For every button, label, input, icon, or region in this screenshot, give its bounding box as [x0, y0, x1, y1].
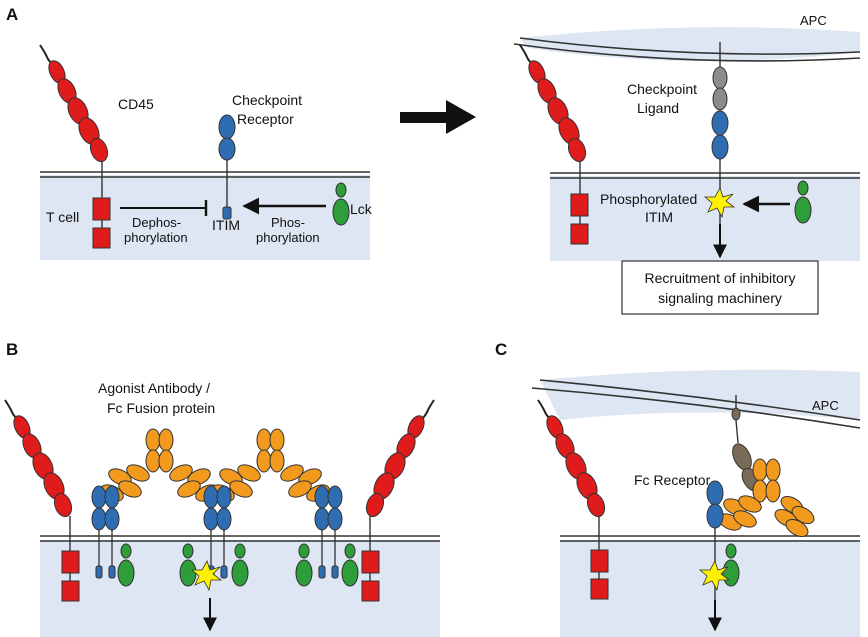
panel-a-left: A CD45 T cell Checkpoint Receptor [6, 5, 373, 260]
receptor-label-line1: Checkpoint [232, 92, 302, 108]
receptor-c [706, 480, 724, 604]
dephos-label-line1: Dephos- [132, 215, 181, 230]
cytoplasm-region-right [550, 176, 860, 261]
phos-label-line2: phorylation [256, 230, 320, 245]
fc-receptor-label: Fc Receptor [634, 472, 711, 488]
ligand-label-line2: Ligand [637, 100, 679, 116]
tcell-label: T cell [46, 209, 79, 225]
cd45-molecule-right [519, 44, 589, 245]
phosphorylation-star-c [698, 560, 731, 592]
apc-membrane-outer [519, 37, 861, 55]
recruitment-box [621, 260, 819, 315]
antibody-c [718, 458, 815, 538]
itim-label: ITIM [212, 217, 240, 233]
cd45-molecule-c [537, 399, 609, 600]
panel-letter-c: C [495, 340, 507, 359]
lck-molecule [332, 182, 350, 226]
phospho-itim-line2: ITIM [645, 209, 673, 225]
cd45-molecule [39, 44, 111, 249]
phospho-itim-line1: Phosphorylated [600, 191, 697, 207]
receptor-label-line2: Receptor [237, 111, 294, 127]
transition-arrow [400, 100, 476, 134]
dephos-label-line2: phorylation [124, 230, 188, 245]
phosphorylation-star [703, 187, 736, 219]
lck-molecules-b [117, 543, 359, 587]
apc-label-c: APC [812, 398, 839, 413]
apc-membrane-outer-c [539, 379, 861, 421]
panel-letter-a: A [6, 5, 18, 24]
apc-membrane-inner-c [531, 387, 861, 429]
cytoplasm-region [40, 175, 370, 260]
panel-a-right: APC Checkpoint Ligan [513, 13, 861, 315]
agonist-label-line2: Fc Fusion protein [107, 400, 215, 416]
checkpoint-receptor [218, 114, 236, 220]
ligand-label-line1: Checkpoint [627, 81, 697, 97]
lck-label: Lck [350, 201, 373, 217]
panel-b: B Agonist Antibody / Fc Fusion protein [4, 340, 440, 637]
ligand-receptor-complex [711, 42, 729, 245]
cd45-label: CD45 [118, 96, 154, 112]
panel-letter-b: B [6, 340, 18, 359]
panel-c: C APC Fc Rece [495, 340, 861, 637]
receptor-stalks-b [98, 530, 336, 566]
phos-label-line1: Phos- [271, 215, 305, 230]
apc-membrane-inner [513, 43, 861, 62]
recruitment-line2: signaling machinery [658, 290, 782, 306]
recruitment-line1: Recruitment of inhibitory [645, 270, 796, 286]
cd45-molecule-b-left [4, 399, 80, 602]
apc-label: APC [800, 13, 827, 28]
phosphorylation-star-b [190, 560, 223, 592]
apc-cell [520, 27, 860, 62]
lck-molecule-right [794, 180, 812, 224]
agonist-label-line1: Agonist Antibody / [98, 380, 210, 396]
cd45-molecule-b-right [361, 399, 435, 602]
